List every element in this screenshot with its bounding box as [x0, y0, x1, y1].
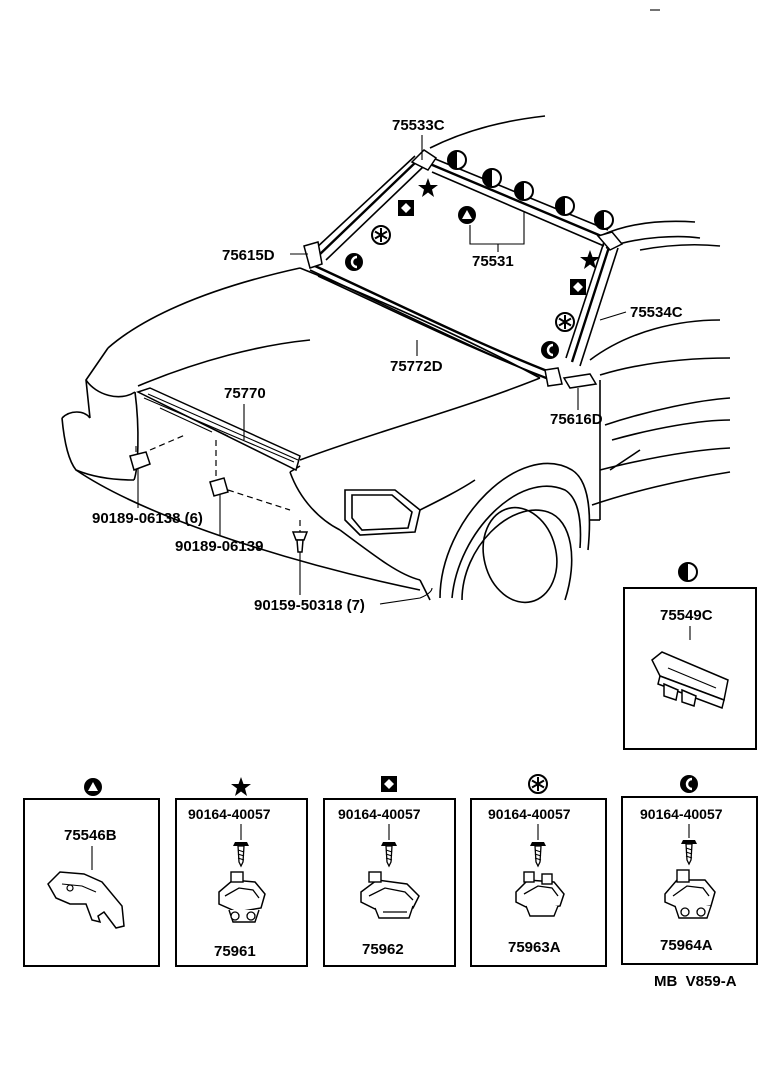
- asterisk-icon: [555, 312, 575, 332]
- label-75616D: 75616D: [550, 411, 603, 428]
- label-90189-06138: 90189-06138 (6): [92, 510, 203, 527]
- windshield: [136, 149, 624, 472]
- inset-part-label: 75546B: [64, 827, 117, 844]
- star-icon: [418, 178, 438, 197]
- half-circle-icon: [555, 196, 575, 216]
- triangle-icon: [458, 206, 476, 224]
- half-circle-icon: [594, 210, 614, 230]
- crescent-icon: [539, 339, 561, 361]
- diamond-icon: [398, 200, 414, 216]
- asterisk-icon: [528, 774, 548, 794]
- screw-90159-50318: [291, 531, 309, 553]
- inset-75963A: 90164-40057 75963A: [470, 774, 607, 967]
- inset-bolt-label: 90164-40057: [488, 806, 571, 822]
- crescent-icon: [678, 773, 700, 795]
- half-circle-icon: [447, 150, 467, 170]
- clip-90189-06138: [129, 446, 151, 471]
- diagram-code: MB V859-A: [654, 973, 737, 990]
- fastener-dash-lines: [149, 434, 301, 540]
- inset-part-label: 75963A: [508, 939, 561, 956]
- label-75770: 75770: [224, 385, 266, 402]
- inset-bolt-label: 90164-40057: [338, 806, 421, 822]
- label-75772D: 75772D: [390, 358, 443, 375]
- triangle-icon: [84, 778, 102, 796]
- half-circle-icon: [482, 168, 502, 188]
- inset-75961: 90164-40057 75961: [175, 777, 308, 967]
- inset-bolt-label: 90164-40057: [188, 806, 271, 822]
- inset-75964A: 90164-40057 75964A: [621, 773, 758, 965]
- half-circle-icon: [514, 181, 534, 201]
- inset-75962: 90164-40057 75962: [323, 776, 456, 967]
- inset-part-label: 75961: [214, 943, 256, 960]
- leader-lines: [137, 135, 627, 605]
- clip-90189-06139: [209, 477, 229, 497]
- car-body-outline: [61, 115, 731, 604]
- inset-bolt-label: 90164-40057: [640, 806, 723, 822]
- half-circle-icon: [678, 562, 698, 582]
- label-75533C: 75533C: [392, 117, 445, 134]
- label-90189-06139: 90189-06139: [175, 538, 263, 555]
- star-icon: [580, 250, 600, 269]
- diamond-icon: [570, 279, 586, 295]
- crescent-icon: [343, 251, 365, 273]
- star-icon: [231, 777, 251, 796]
- label-75534C: 75534C: [630, 304, 683, 321]
- label-75615D: 75615D: [222, 247, 275, 264]
- inset-part-label: 75964A: [660, 937, 713, 954]
- inset-75546B: 75546B: [23, 778, 160, 967]
- inset-part-label: 75549C: [660, 607, 713, 624]
- inset-part-label: 75962: [362, 941, 404, 958]
- asterisk-icon: [371, 225, 391, 245]
- inset-75549C: 75549C: [623, 562, 757, 750]
- label-90159-50318: 90159-50318 (7): [254, 597, 365, 614]
- diamond-icon: [381, 776, 397, 792]
- label-75531: 75531: [472, 253, 514, 270]
